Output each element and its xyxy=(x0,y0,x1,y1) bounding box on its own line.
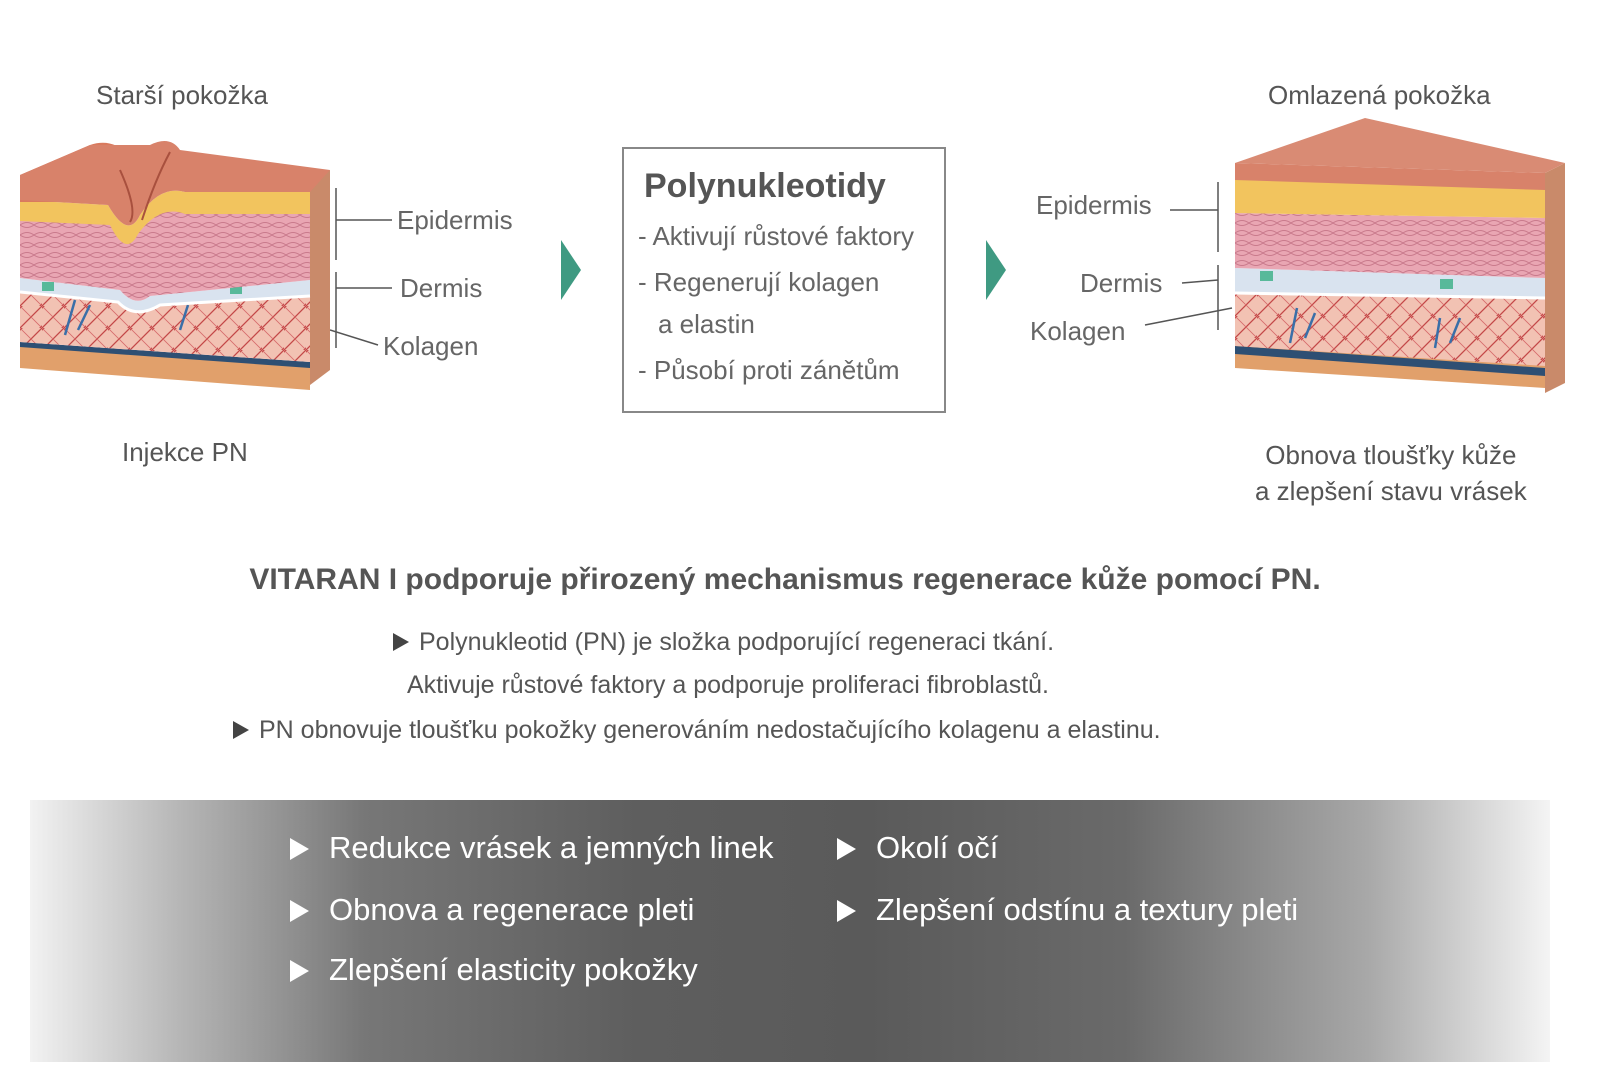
new-skin-title: Omlazená pokožka xyxy=(1268,80,1491,110)
pn-box-item: - Aktivují růstové faktory xyxy=(638,221,914,251)
description-text: Aktivuje růstové faktory a podporuje pro… xyxy=(407,671,1049,699)
pn-box-title: Polynukleotidy xyxy=(644,167,886,205)
benefit-item: Redukce vrásek a jemných linek xyxy=(290,830,774,866)
old-skin-title: Starší pokožka xyxy=(96,80,268,110)
headline: VITARAN I podporuje přirozený mechanismu… xyxy=(249,563,1321,596)
new-skin-caption-line: a zlepšení stavu vrásek xyxy=(1255,476,1527,506)
description-item: PN obnovuje tloušťku pokožky generováním… xyxy=(233,716,1161,745)
benefit-text: Okolí očí xyxy=(876,830,999,865)
new-skin-caption-line: Obnova tloušťky kůže xyxy=(1265,440,1517,470)
triangle-bullet-icon xyxy=(393,633,409,651)
old-dermis-label: Dermis xyxy=(400,273,483,303)
benefit-item: Zlepšení elasticity pokožky xyxy=(290,952,698,988)
benefit-text: Obnova a regenerace pleti xyxy=(329,892,695,927)
rejuvenated-skin-illustration xyxy=(1235,118,1565,393)
new-dermis-label: Dermis xyxy=(1080,268,1163,298)
old-skin-caption: Injekce PN xyxy=(122,437,248,467)
old-kolagen-label: Kolagen xyxy=(383,331,479,361)
pn-box-item: a elastin xyxy=(658,309,755,339)
aged-skin-illustration xyxy=(20,141,330,390)
benefit-text: Zlepšení odstínu a textury pleti xyxy=(876,892,1299,927)
benefit-text: Zlepšení elasticity pokožky xyxy=(329,952,698,987)
triangle-bullet-icon xyxy=(837,900,856,922)
new-kolagen-label: Kolagen xyxy=(1030,316,1126,346)
triangle-bullet-icon xyxy=(290,838,309,860)
benefit-item: Okolí očí xyxy=(837,830,998,866)
triangle-bullet-icon xyxy=(233,721,249,739)
triangle-bullet-icon xyxy=(290,960,309,982)
new-epidermis-label: Epidermis xyxy=(1036,190,1152,220)
benefit-text: Redukce vrásek a jemných linek xyxy=(329,830,774,865)
triangle-bullet-icon xyxy=(290,900,309,922)
new-skin-leader-lines xyxy=(1144,182,1233,330)
old-skin-leader-lines xyxy=(330,188,392,348)
new-skin-caption: Obnova tloušťky kůže a zlepšení stavu vr… xyxy=(1255,437,1527,509)
pn-box-item: - Působí proti zánětům xyxy=(638,355,900,385)
arrow-right-icon xyxy=(986,240,1006,300)
description-text: PN obnovuje tloušťku pokožky generováním… xyxy=(259,716,1161,744)
benefit-item: Zlepšení odstínu a textury pleti xyxy=(837,892,1298,928)
description-item: Polynukleotid (PN) je složka podporující… xyxy=(393,628,1054,657)
benefits-panel: Redukce vrásek a jemných linek Obnova a … xyxy=(30,800,1550,1062)
arrow-right-icon xyxy=(561,240,581,300)
description-text: Polynukleotid (PN) je složka podporující… xyxy=(419,628,1055,656)
benefit-item: Obnova a regenerace pleti xyxy=(290,892,694,928)
old-epidermis-label: Epidermis xyxy=(397,205,513,235)
polynucleotide-box: Polynukleotidy - Aktivují růstové faktor… xyxy=(622,147,946,413)
pn-box-item: - Regenerují kolagen xyxy=(638,267,880,297)
triangle-bullet-icon xyxy=(837,838,856,860)
